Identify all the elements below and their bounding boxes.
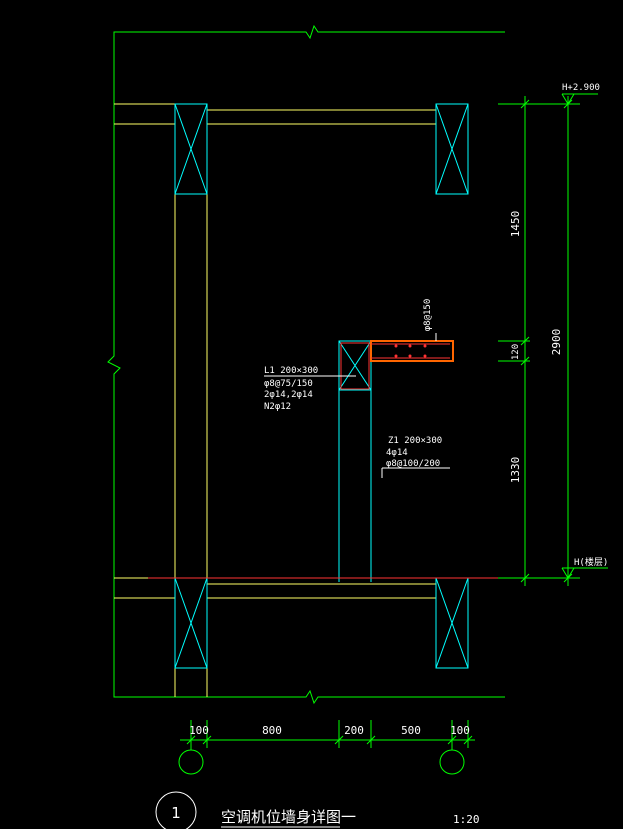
beam-note-line1: L1 200×300 [264,366,318,376]
vertical-dimensions [498,96,580,586]
column-top-left [174,103,208,195]
column-note-line2: 4φ14 [386,448,408,458]
dim-h5: 100 [450,724,470,737]
beam-note-line4: N2φ12 [264,402,291,412]
beam-note-line3: 2φ14,2φ14 [264,390,313,400]
dim-h4: 500 [401,724,421,737]
title-number-circle [155,791,197,829]
column-note: Z1 200×300 4φ14 φ8@100/200 [386,436,442,469]
dim-upper: 1450 [509,211,522,238]
dim-total: 2900 [550,329,563,356]
column-note-line3: φ8@100/200 [386,459,440,469]
level-marker-top [561,93,598,105]
title-block: 1 空调机位墙身详图一 1:20 [155,791,480,829]
beam-l1-slab [340,340,454,390]
wall-lines [114,103,436,697]
level-label-top: H+2.900 [562,83,600,93]
column-z1 [338,340,372,582]
drawing-scale: 1:20 [453,813,480,826]
column-top-right [435,103,469,195]
column-bottom-right [435,577,469,669]
dim-middle: 120 [511,344,521,360]
level-label-bottom: H(楼层) [574,556,608,568]
column-note-line1: Z1 200×300 [388,436,442,446]
dim-lower: 1330 [509,457,522,484]
beam-note: L1 200×300 φ8@75/150 2φ14,2φ14 N2φ12 [264,366,318,412]
dim-h1: 100 [189,724,209,737]
dim-h2: 800 [262,724,282,737]
column-bottom-left [174,577,208,669]
beam-note-line2: φ8@75/150 [264,379,313,389]
outer-boundary [107,24,505,705]
horizontal-dimensions [178,720,475,775]
dim-h3: 200 [344,724,364,737]
title-number: 1 [171,804,181,822]
level-marker-bottom [561,567,608,579]
note-leaders [264,333,450,478]
slab-rebar-note: φ8@150 [423,299,433,332]
drawing-title: 空调机位墙身详图一 [221,808,356,826]
